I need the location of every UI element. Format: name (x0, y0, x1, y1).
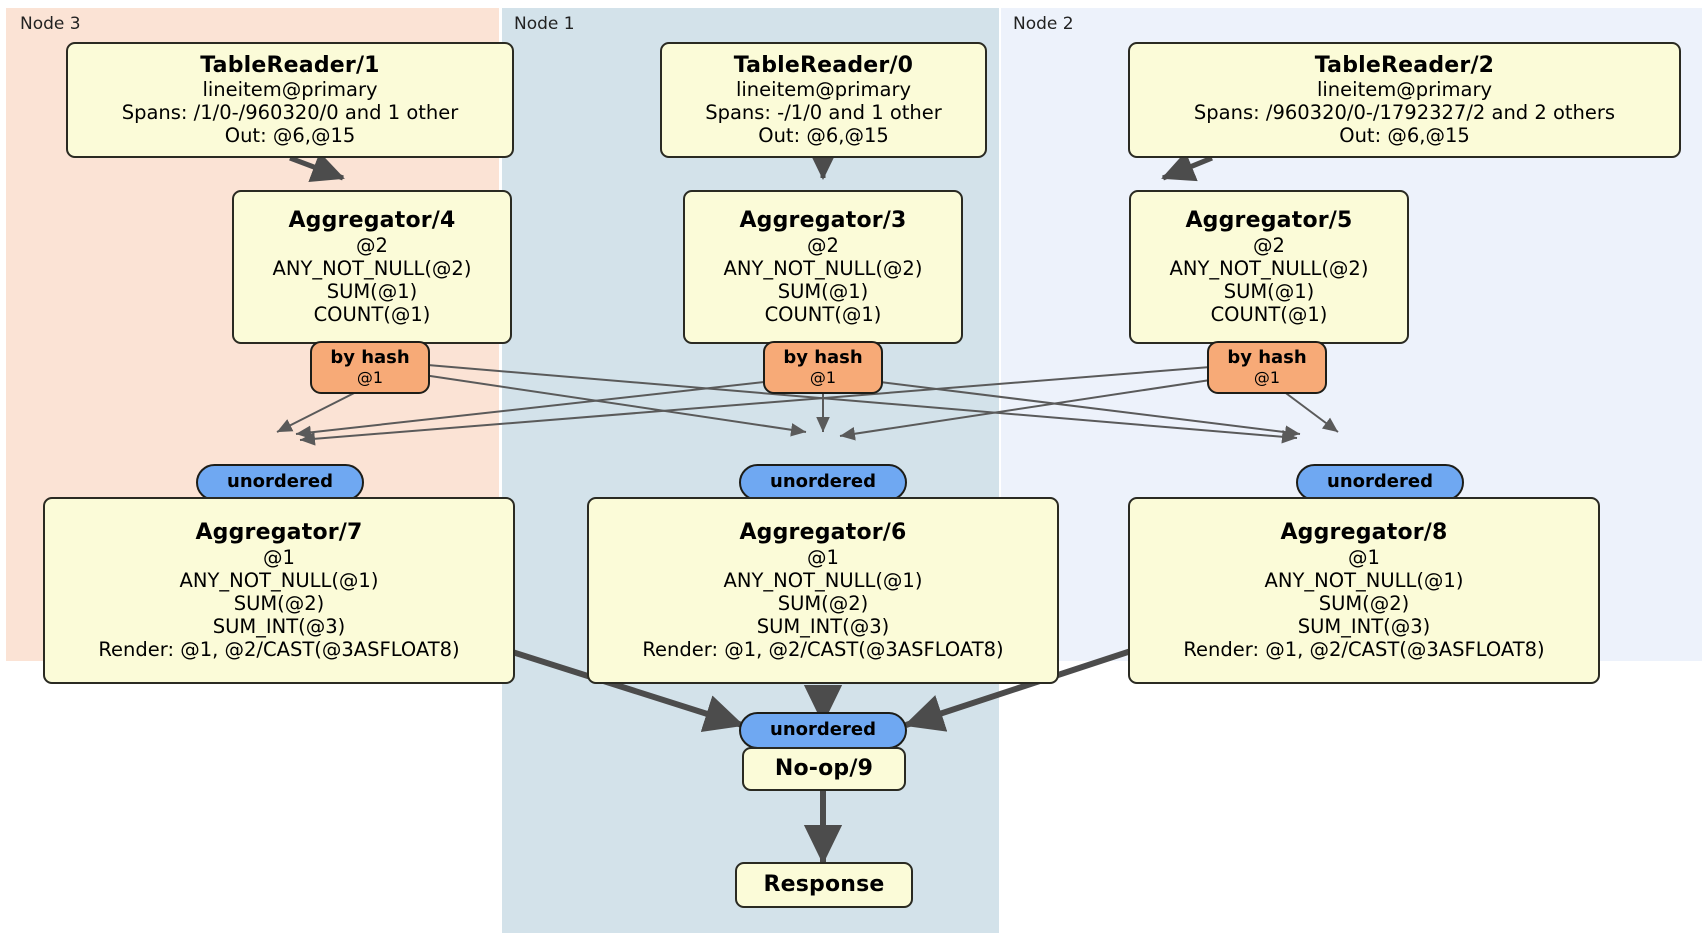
router-sublabel: @1 (809, 367, 837, 387)
sync-label: unordered (227, 471, 333, 493)
router-by-hash-left[interactable]: by hash @1 (310, 341, 430, 394)
processor-detail-line: ANY_NOT_NULL(@2) (723, 256, 923, 280)
sync-label: unordered (770, 719, 876, 741)
sync-label: unordered (770, 471, 876, 493)
processor-detail-line: @2 (807, 233, 839, 257)
processor-detail-line: Render: @1, @2/CAST(@3ASFLOAT8) (98, 637, 460, 661)
processor-detail-line: ANY_NOT_NULL(@2) (272, 256, 472, 280)
router-label: by hash (783, 347, 863, 369)
processor-detail-line: SUM(@2) (1318, 591, 1410, 615)
processor-detail-line: lineitem@primary (735, 78, 912, 102)
processor-aggregator-8[interactable]: Aggregator/8 @1 ANY_NOT_NULL(@1) SUM(@2)… (1128, 497, 1600, 684)
processor-detail-line: Out: @6,@15 (758, 124, 889, 148)
processor-detail-line: SUM(@2) (777, 591, 869, 615)
processor-detail-line: SUM(@1) (1223, 279, 1315, 303)
sync-unordered-right[interactable]: unordered (1296, 464, 1464, 501)
processor-title: TableReader/2 (1314, 52, 1495, 78)
processor-aggregator-6[interactable]: Aggregator/6 @1 ANY_NOT_NULL(@1) SUM(@2)… (587, 497, 1059, 684)
processor-detail-line: Render: @1, @2/CAST(@3ASFLOAT8) (1183, 637, 1545, 661)
router-by-hash-center[interactable]: by hash @1 (763, 341, 883, 394)
node-label-node2: Node 2 (1013, 14, 1074, 34)
processor-aggregator-3[interactable]: Aggregator/3 @2 ANY_NOT_NULL(@2) SUM(@1)… (683, 190, 963, 344)
processor-title: Aggregator/5 (1185, 208, 1353, 234)
processor-title: TableReader/0 (733, 52, 914, 78)
processor-table-reader-1[interactable]: TableReader/1 lineitem@primary Spans: /1… (66, 42, 514, 158)
router-sublabel: @1 (1253, 367, 1281, 387)
processor-title: Aggregator/7 (195, 520, 363, 546)
node-label-node1: Node 1 (514, 14, 575, 34)
router-label: by hash (330, 347, 410, 369)
processor-aggregator-7[interactable]: Aggregator/7 @1 ANY_NOT_NULL(@1) SUM(@2)… (43, 497, 515, 684)
processor-detail-line: Spans: -/1/0 and 1 other (705, 101, 942, 125)
processor-title: Aggregator/3 (739, 208, 907, 234)
processor-detail-line: ANY_NOT_NULL(@1) (1264, 568, 1464, 592)
node-label-node3: Node 3 (20, 14, 81, 34)
processor-noop-9[interactable]: No-op/9 (742, 747, 906, 791)
processor-detail-line: SUM(@1) (777, 279, 869, 303)
processor-detail-line: Render: @1, @2/CAST(@3ASFLOAT8) (642, 637, 1004, 661)
processor-detail-line: lineitem@primary (202, 78, 378, 102)
processor-detail-line: COUNT(@1) (313, 302, 431, 326)
processor-title: Aggregator/8 (1280, 520, 1448, 546)
router-by-hash-right[interactable]: by hash @1 (1207, 341, 1327, 394)
processor-title: Response (763, 872, 885, 898)
processor-detail-line: ANY_NOT_NULL(@1) (179, 568, 379, 592)
sync-unordered-final[interactable]: unordered (739, 712, 907, 749)
processor-detail-line: SUM(@2) (233, 591, 325, 615)
processor-table-reader-2[interactable]: TableReader/2 lineitem@primary Spans: /9… (1128, 42, 1681, 158)
processor-detail-line: @2 (1253, 233, 1285, 257)
processor-aggregator-5[interactable]: Aggregator/5 @2 ANY_NOT_NULL(@2) SUM(@1)… (1129, 190, 1409, 344)
processor-response[interactable]: Response (735, 862, 913, 908)
processor-detail-line: ANY_NOT_NULL(@1) (723, 568, 923, 592)
processor-detail-line: lineitem@primary (1316, 78, 1493, 102)
processor-detail-line: COUNT(@1) (1210, 302, 1328, 326)
sync-unordered-left[interactable]: unordered (196, 464, 364, 501)
processor-detail-line: Spans: /960320/0-/1792327/2 and 2 others (1193, 101, 1616, 125)
processor-detail-line: Out: @6,@15 (224, 124, 356, 148)
processor-detail-line: @1 (1348, 545, 1380, 569)
processor-detail-line: @2 (356, 233, 388, 257)
processor-detail-line: COUNT(@1) (764, 302, 882, 326)
processor-detail-line: SUM_INT(@3) (756, 614, 890, 638)
processor-detail-line: ANY_NOT_NULL(@2) (1169, 256, 1369, 280)
router-sublabel: @1 (356, 367, 384, 387)
processor-detail-line: Spans: /1/0-/960320/0 and 1 other (121, 101, 459, 125)
router-label: by hash (1227, 347, 1307, 369)
processor-detail-line: Out: @6,@15 (1339, 124, 1470, 148)
processor-title: Aggregator/6 (739, 520, 907, 546)
processor-detail-line: SUM_INT(@3) (212, 614, 346, 638)
processor-detail-line: SUM(@1) (326, 279, 418, 303)
processor-title: No-op/9 (774, 756, 874, 782)
processor-title: TableReader/1 (200, 52, 380, 78)
sync-label: unordered (1327, 471, 1433, 493)
processor-detail-line: @1 (263, 545, 295, 569)
processor-title: Aggregator/4 (288, 208, 456, 234)
sync-unordered-center[interactable]: unordered (739, 464, 907, 501)
processor-detail-line: @1 (807, 545, 839, 569)
processor-table-reader-0[interactable]: TableReader/0 lineitem@primary Spans: -/… (660, 42, 987, 158)
processor-aggregator-4[interactable]: Aggregator/4 @2 ANY_NOT_NULL(@2) SUM(@1)… (232, 190, 512, 344)
processor-detail-line: SUM_INT(@3) (1297, 614, 1431, 638)
